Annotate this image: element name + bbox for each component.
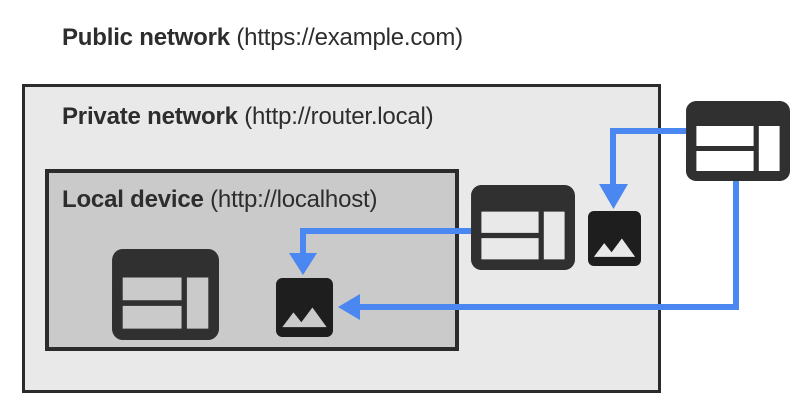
arrow-public-browser-to-private-image [599, 128, 686, 209]
private-network-label: Private network (http://router.local) [62, 103, 434, 131]
local-device-name: Local device [62, 186, 204, 213]
private-browser-window-icon [471, 185, 575, 270]
public-network-name: Public network [62, 24, 230, 51]
private-network-host: (http://router.local) [244, 103, 434, 130]
arrow-public-browser-to-local-image [338, 181, 739, 320]
public-network-label: Public network (https://example.com) [62, 24, 463, 52]
public-browser-window-icon [686, 101, 790, 181]
private-image-resource-icon [588, 211, 641, 266]
local-browser-window-icon [112, 249, 219, 340]
local-image-resource-icon [276, 278, 333, 337]
private-network-name: Private network [62, 103, 238, 130]
private-network-box: Private network (http://router.local) Lo… [22, 84, 661, 393]
local-device-label: Local device (http://localhost) [62, 186, 377, 214]
public-network-host: (https://example.com) [236, 24, 463, 51]
arrow-private-browser-to-local-image [289, 228, 471, 275]
local-device-host: (http://localhost) [210, 186, 378, 213]
